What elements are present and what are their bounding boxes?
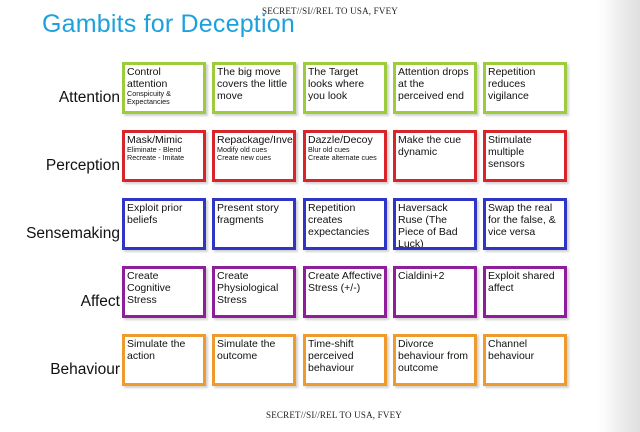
gambit-subtext: Modify old cues — [217, 145, 267, 154]
gambit-title: Repackage/Invent — [217, 134, 296, 146]
gambit-title: Time-shift perceived behaviour — [308, 338, 355, 374]
gambit-title: Create Physiological Stress — [217, 270, 279, 306]
gambit-card-behaviour-3: Time-shift perceived behaviour — [303, 334, 387, 386]
gambit-card-affect-4: Cialdini+2 — [393, 266, 477, 318]
gambit-card-attention-5: Repetition reduces vigilance — [483, 62, 567, 114]
gambit-title: Mask/Mimic — [127, 134, 183, 146]
gambit-card-sensemaking-5: Swap the real for the false, & vice vers… — [483, 198, 567, 250]
gambit-card-behaviour-5: Channel behaviour — [483, 334, 567, 386]
gambit-title: Stimulate multiple sensors — [488, 134, 532, 170]
gambit-title: Dazzle/Decoy — [308, 134, 373, 146]
gambit-title: Simulate the action — [127, 338, 186, 362]
gambit-title: The big move covers the little move — [217, 66, 288, 102]
gambit-card-affect-1: Create Cognitive Stress — [122, 266, 206, 318]
gambit-title: The Target looks where you look — [308, 66, 365, 102]
gambit-card-affect-3: Create Affective Stress (+/-) — [303, 266, 387, 318]
gambit-card-sensemaking-1: Exploit prior beliefs — [122, 198, 206, 250]
gambit-card-affect-5: Exploit shared affect — [483, 266, 567, 318]
row-label-attention: Attention — [58, 89, 120, 106]
row-label-behaviour: Behaviour — [50, 361, 120, 378]
classification-banner-top: SECRET//SI//REL TO USA, FVEY — [262, 6, 398, 16]
gambit-title: Control attention — [127, 66, 168, 90]
gambit-title: Swap the real for the false, & vice vers… — [488, 202, 556, 238]
row-label-perception: Perception — [45, 157, 120, 174]
gambit-title: Create Affective Stress (+/-) — [308, 270, 382, 294]
gambit-card-behaviour-1: Simulate the action — [122, 334, 206, 386]
gambit-title: Attention drops at the perceived end — [398, 66, 469, 102]
gambit-title: Cialdini+2 — [398, 270, 445, 282]
gambit-title: Repetition reduces vigilance — [488, 66, 536, 102]
gambit-title: Divorce behaviour from outcome — [398, 338, 469, 374]
gambit-card-sensemaking-2: Present story fragments — [212, 198, 296, 250]
gambit-title: Exploit shared affect — [488, 270, 555, 294]
gambit-card-perception-5: Stimulate multiple sensors — [483, 130, 567, 182]
gambit-card-sensemaking-4: Haversack Ruse (The Piece of Bad Luck) — [393, 198, 477, 250]
slide-title: Gambits for Deception — [42, 10, 295, 38]
gambit-card-attention-4: Attention drops at the perceived end — [393, 62, 477, 114]
gambit-subtext: Conspicuity & — [127, 89, 171, 98]
gambit-title: Exploit prior beliefs — [127, 202, 183, 226]
row-label-affect: Affect — [80, 293, 120, 310]
gambit-card-sensemaking-3: Repetition creates expectancies — [303, 198, 387, 250]
gambit-card-affect-2: Create Physiological Stress — [212, 266, 296, 318]
gambit-title: Repetition creates expectancies — [308, 202, 370, 238]
gambit-title: Haversack Ruse (The Piece of Bad Luck) — [398, 202, 458, 250]
classification-banner-bottom: SECRET//SI//REL TO USA, FVEY — [266, 410, 402, 420]
gambit-subtext: Recreate - Imitate — [127, 153, 185, 163]
gambit-subtext: Blur old cues — [308, 145, 350, 154]
gambit-title: Channel behaviour — [488, 338, 535, 362]
gambit-title: Make the cue dynamic — [398, 134, 462, 158]
gambit-subtext: Create alternate cues — [308, 153, 377, 163]
gambit-subtext: Eliminate - Blend — [127, 145, 182, 154]
gambit-title: Create Cognitive Stress — [127, 270, 171, 306]
gambit-card-attention-2: The big move covers the little move — [212, 62, 296, 114]
gambit-card-perception-4: Make the cue dynamic — [393, 130, 477, 182]
row-label-sensemaking: Sensemaking — [26, 225, 120, 242]
gambit-subtext: Create new cues — [217, 153, 271, 163]
gambit-title: Present story fragments — [217, 202, 279, 226]
gambit-card-attention-3: The Target looks where you look — [303, 62, 387, 114]
page-edge-shadow — [604, 0, 640, 432]
gambit-card-behaviour-2: Simulate the outcome — [212, 334, 296, 386]
gambit-card-behaviour-4: Divorce behaviour from outcome — [393, 334, 477, 386]
gambit-subtext: Expectancies — [127, 97, 170, 107]
gambit-title: Simulate the outcome — [217, 338, 276, 362]
